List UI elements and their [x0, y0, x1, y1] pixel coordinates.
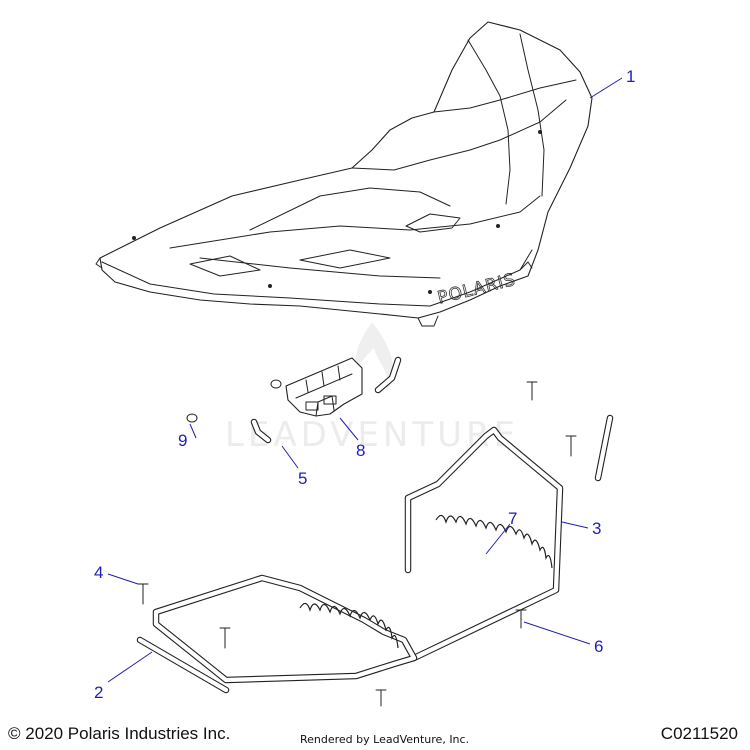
callout-1: 1: [626, 67, 635, 86]
diagram-code: C0211520: [660, 724, 738, 743]
rear-rail-upper: [404, 426, 564, 662]
rendered-by: Rendered by LeadVenture, Inc.: [300, 733, 470, 746]
callout-6: 6: [594, 637, 603, 656]
watermark-text: LEADVENTURE: [225, 415, 519, 455]
callout-9: 9: [178, 431, 187, 450]
tension-spring: [299, 514, 553, 649]
callout-7: 7: [508, 509, 517, 528]
callout-3: 3: [592, 519, 601, 538]
crossbar-rod: [136, 414, 614, 694]
bolt: [137, 381, 577, 707]
callout-2: 2: [94, 683, 103, 702]
watermark: LEADVENTURE: [225, 322, 519, 455]
callout-leaders: [107, 77, 623, 683]
callout-8: 8: [356, 441, 365, 460]
rear-rail-lower: [152, 574, 418, 684]
copyright-notice: © 2020 Polaris Industries Inc.: [8, 724, 231, 743]
callout-5: 5: [298, 469, 307, 488]
mounting-bracket: [285, 357, 363, 417]
callout-4: 4: [94, 563, 103, 582]
retaining-ring: [186, 379, 282, 423]
front-rack-body: POLARIS: [95, 21, 593, 327]
bent-pin: [250, 356, 402, 444]
